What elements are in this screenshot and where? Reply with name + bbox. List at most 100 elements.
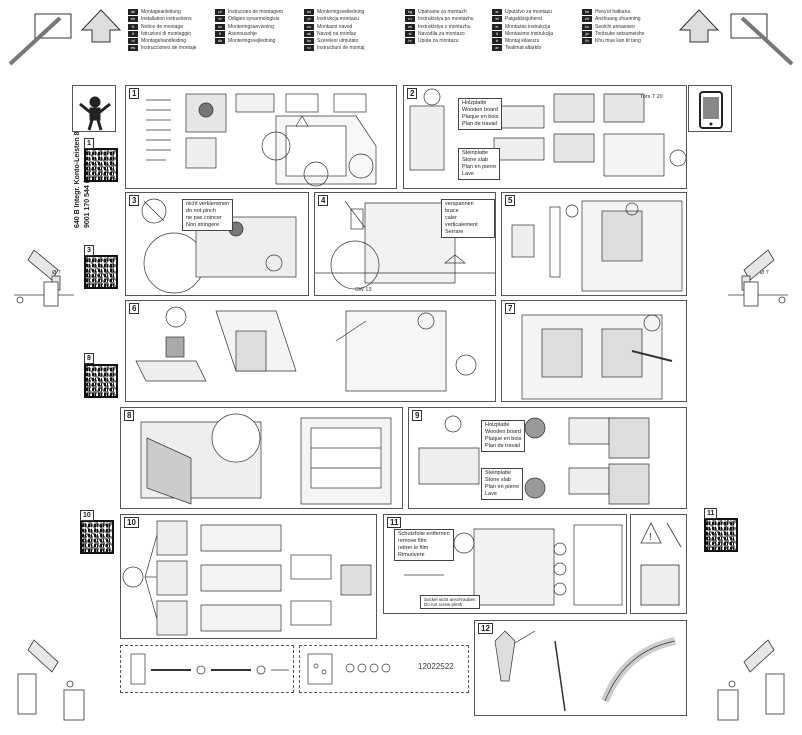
language-code-badge: sr	[492, 9, 502, 15]
language-code-badge: pl	[304, 16, 314, 23]
callout-plinth: Sockel nicht anschrauben Do not screw pl…	[420, 595, 480, 609]
language-code-badge: da	[215, 38, 225, 45]
language-title: Instrukcja montazu	[317, 16, 359, 23]
language-code-badge: tr	[492, 38, 502, 45]
language-title: Monteringsveiledning	[317, 9, 365, 15]
language-title: Notice de montage	[141, 23, 183, 30]
language-code-badge: lt	[492, 30, 502, 37]
parts-strip-left	[120, 645, 294, 693]
qr-code-10[interactable]	[80, 520, 114, 554]
qr-label-1: 1	[84, 138, 94, 149]
language-code-badge: hr	[405, 38, 415, 45]
callout-do-not-pinch: nicht verklemmen do not pinch ne pas coi…	[182, 199, 234, 231]
step-number: 9	[412, 410, 423, 421]
callout-stone-slab: Steinplatte Stone slab Plan en pierre La…	[458, 148, 501, 180]
qr-code-11[interactable]	[704, 518, 738, 552]
callout-brace: verspannen brace caler verticalement Ser…	[441, 199, 495, 238]
qr-label-3: 3	[84, 245, 94, 256]
language-code-badge: ro	[304, 45, 314, 52]
tools-panel	[72, 85, 116, 132]
language-title: Instrucciones de montaje	[141, 45, 197, 52]
language-title: Instruktsiya z montazhu	[418, 23, 471, 30]
step-number: 6	[129, 303, 140, 314]
language-title: Montavimo instrukcija	[505, 30, 554, 37]
language-title: Navodila za montazo	[418, 30, 465, 37]
drill-illustration-right	[728, 249, 788, 307]
language-title: Instruktsiya po montazhu	[418, 16, 474, 23]
language-title: Montazas instrukcija	[505, 23, 551, 30]
svg-text:!: !	[649, 532, 652, 543]
step-12-panel: 12	[474, 620, 687, 716]
language-title: Toritsuke setsumeisho	[595, 30, 645, 37]
qr-label-8: 8	[84, 353, 94, 364]
language-title: Montazni navod	[317, 23, 353, 30]
language-code-badge: de	[128, 9, 138, 15]
qr-label-11: 11	[704, 508, 718, 519]
qr-code-3[interactable]	[84, 255, 118, 289]
callout-wood-board-9: Holzplatte Wooden board Plaque en bois P…	[481, 420, 526, 452]
language-title: Upatvane za montazh	[418, 9, 467, 15]
language-title: Montagehandleiding	[141, 38, 187, 45]
language-code-badge: zh	[582, 16, 592, 23]
language-code-badge: hu	[304, 38, 314, 45]
step-number: 2	[407, 88, 418, 99]
language-title: Navod na montaz	[317, 30, 357, 37]
language-title: Montageanleitung	[141, 9, 181, 15]
language-code-badge: fr	[128, 23, 138, 30]
step-9-panel: 9 Holzplatte Wooden board Plaque en bois…	[408, 407, 687, 509]
torx-label: Torx T 20	[640, 94, 663, 100]
drill-illustration-bottom-left	[17, 639, 85, 721]
step-3-panel: 3 nicht verklemmen do not pinch ne pas c…	[125, 192, 309, 296]
drill-illustration-left	[14, 249, 74, 307]
language-title: Tealimat altarkib	[505, 45, 542, 52]
qr-code-1[interactable]	[84, 148, 118, 182]
step-number: 11	[387, 517, 402, 528]
language-code-badge: el	[215, 16, 225, 23]
warning-panel: !	[630, 514, 687, 614]
step-10-panel: 10	[120, 514, 377, 639]
language-title: Odigies synarmologisis	[228, 16, 280, 23]
drill-dimension-right: Ø 7	[760, 270, 769, 276]
step-number: 8	[124, 410, 135, 421]
language-code-badge: th	[582, 38, 592, 45]
qr-code-8[interactable]	[84, 364, 118, 398]
reference-number: 12022522	[418, 662, 454, 671]
step-number: 3	[129, 195, 140, 206]
step-number: 7	[505, 303, 516, 314]
language-code-badge: he	[582, 9, 592, 15]
language-code-badge: bg	[405, 9, 415, 15]
step-11-panel: 11 Schutzfolie entfernen remove film ret…	[383, 514, 627, 614]
language-code-badge: ja	[582, 30, 592, 37]
language-code-badge: nl	[128, 38, 138, 45]
language-title: Upute za montazu	[418, 38, 459, 45]
language-title: Monteringsvejledning	[228, 38, 276, 45]
step-1-panel: 1	[125, 85, 397, 189]
step-number: 10	[124, 517, 139, 528]
language-code-badge: pt	[215, 9, 225, 15]
language-code-badge: es	[128, 45, 138, 52]
wrench-size-label: SW 13	[355, 287, 372, 293]
language-title: Installation instructions	[141, 16, 192, 23]
language-code-badge: sv	[215, 23, 225, 30]
